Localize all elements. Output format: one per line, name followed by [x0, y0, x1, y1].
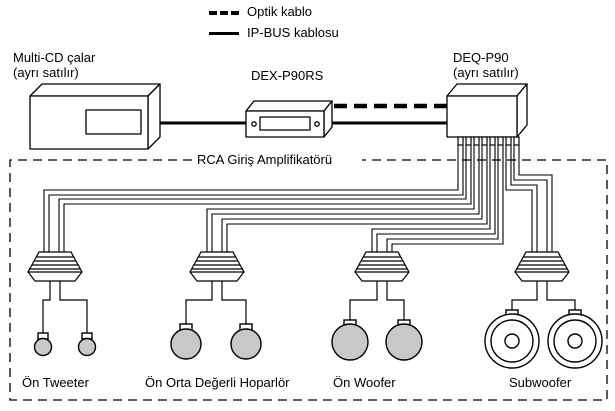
speaker-wires	[42, 281, 576, 333]
speakers	[33, 309, 603, 369]
front-midrange-label: Ön Orta Değerli Hoparlör	[145, 375, 290, 390]
multicd-top-face	[29, 83, 161, 97]
dex-p90rs-label: DEX-P90RS	[251, 68, 324, 83]
amplifiers	[27, 251, 570, 282]
multicd-side-face	[147, 83, 161, 150]
deq-p90-device	[446, 83, 528, 138]
amplifier-tweeter	[27, 251, 83, 282]
front-tweeter-right	[77, 332, 97, 357]
optical-cable-legend-key	[209, 11, 239, 15]
dex-display	[259, 116, 311, 131]
dex-top-face	[245, 100, 333, 112]
multicd-front-panel	[85, 109, 142, 135]
wire-subwoofer-right	[546, 281, 576, 310]
amplifier-subwoofer	[514, 251, 570, 282]
front-tweeter-label: Ön Tweeter	[22, 375, 89, 390]
rca-cable-tweeter-2	[58, 145, 467, 252]
amplifier-midrange	[189, 251, 245, 282]
wire-tweeter-right	[59, 281, 88, 333]
amplifier-woofer	[354, 251, 410, 282]
wire-tweeter-left	[42, 281, 51, 333]
subwoofer-left	[484, 309, 540, 369]
deq-top-face	[446, 83, 528, 97]
optical-cable-legend-label: Optik kablo	[247, 4, 313, 19]
subwoofer-label: Subwoofer	[509, 375, 572, 390]
rca-cable-midrange-2	[221, 145, 483, 252]
deq-rca-outputs	[457, 136, 520, 146]
dex-p90rs-device	[245, 100, 333, 138]
wire-midrange-right	[221, 281, 247, 324]
rca-cable-woofer-1	[371, 145, 491, 252]
rca-cable-subwoofer-1	[505, 145, 533, 252]
deq-p90-label: DEQ-P90 (ayrı satılır)	[453, 50, 519, 80]
ipbus-cable-legend-key	[209, 32, 239, 35]
wire-woofer-left	[349, 281, 378, 320]
deq-front-face	[446, 95, 518, 138]
rca-cable-woofer-2	[386, 145, 499, 252]
front-woofer-label: Ön Woofer	[333, 375, 396, 390]
multicd-player-label: Multi-CD çalar (ayrı satılır)	[13, 50, 96, 80]
wire-subwoofer-left	[511, 281, 538, 310]
wire-midrange-left	[185, 281, 213, 324]
front-woofer-left	[331, 319, 369, 361]
front-tweeter-left	[33, 332, 53, 357]
dex-left-knob	[251, 121, 257, 127]
rca-amplifier-label: RCA Giriş Amplifikatörü	[192, 152, 338, 167]
wire-woofer-right	[386, 281, 405, 320]
rca-cable-tweeter-1	[43, 145, 459, 252]
dex-right-knob	[314, 121, 320, 127]
front-midrange-left	[170, 323, 202, 360]
front-woofer-right	[385, 319, 423, 361]
ipbus-cable-legend-label: IP-BUS kablosu	[247, 25, 339, 40]
front-midrange-right	[230, 323, 262, 360]
rca-cable-midrange-1	[206, 145, 475, 252]
multicd-player-device	[29, 83, 161, 150]
rca-cable-subwoofer-2	[513, 145, 548, 252]
rca-cables	[43, 145, 553, 252]
subwoofer-right	[547, 309, 603, 369]
rca-amplifier-region-border	[9, 159, 608, 401]
